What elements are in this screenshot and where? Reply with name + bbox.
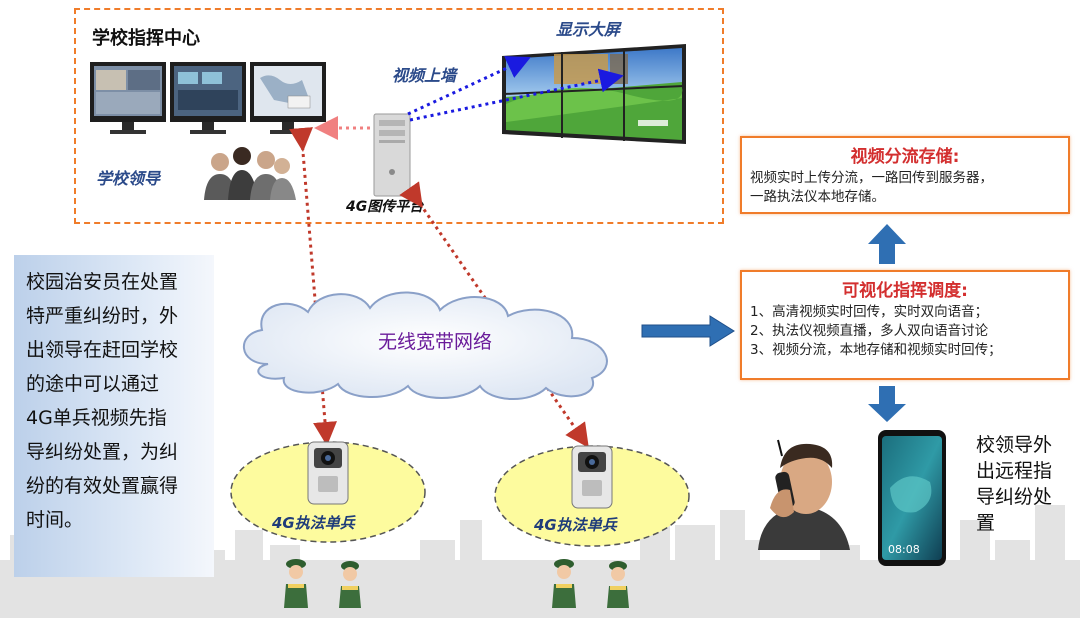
- description-line: 出领导在赶回学校: [26, 339, 179, 361]
- dispatch-line: 3、视频分流，本地存储和视频实时回传；: [750, 342, 1002, 358]
- arrow-up-icon: [868, 224, 906, 264]
- leader-label: 学校领导: [96, 169, 161, 188]
- remote-line: 校领导外: [976, 434, 1053, 456]
- description-line: 纷的有效处置赢得: [26, 475, 179, 497]
- storage-line: 视频实时上传分流，一路回传到服务器，: [750, 170, 993, 186]
- command-center-frame: [74, 8, 724, 224]
- leader-on-phone-icon: [758, 439, 850, 550]
- description-panel: 校园治安员在处置 特严重纠纷时，外 出领导在赶回学校 的途中可以通过 4G单兵视…: [14, 255, 214, 577]
- unit-label-right: 4G执法单兵: [534, 516, 617, 534]
- arrow-down-icon: [868, 386, 906, 422]
- video-wall-icon: [502, 44, 686, 144]
- unit-label-left: 4G执法单兵: [272, 514, 355, 532]
- dispatch-info-box: 可视化指挥调度: 1、高清视频实时回传，实时双向语音； 2、执法仪视频直播，多人…: [740, 270, 1070, 380]
- remote-line: 置: [976, 512, 996, 534]
- description-line: 4G单兵视频先指: [26, 407, 167, 429]
- smartphone-icon: 08:08: [878, 430, 946, 566]
- network-cloud: [243, 291, 608, 400]
- monitor-1: [90, 62, 166, 134]
- storage-info-box: 视频分流存储: 视频实时上传分流，一路回传到服务器， 一路执法仪本地存储。: [740, 136, 1070, 214]
- officers-icon-left: [284, 559, 361, 608]
- officers-icon-right: [552, 559, 629, 608]
- description-line: 的途中可以通过: [26, 373, 160, 395]
- description-line: 导纠纷处置，为纠: [26, 441, 179, 463]
- dispatch-line: 1、高清视频实时回传，实时双向语音；: [750, 304, 989, 320]
- storage-title: 视频分流存储:: [850, 147, 960, 167]
- monitor-2: [170, 62, 246, 134]
- description-line: 时间。: [26, 509, 84, 531]
- remote-line: 导纠纷处: [976, 486, 1053, 508]
- storage-line: 一路执法仪本地存储。: [750, 189, 885, 205]
- network-label: 无线宽带网络: [377, 331, 492, 353]
- remote-guidance-text: 校领导外 出远程指 导纠纷处 置: [976, 432, 1076, 536]
- monitor-3: [250, 62, 326, 134]
- description-line: 校园治安员在处置: [26, 271, 179, 293]
- unit-ellipse-left: [230, 441, 426, 543]
- big-screen-label: 显示大屏: [556, 20, 621, 39]
- remote-line: 出远程指: [976, 460, 1053, 482]
- video-wall-label: 视频上墙: [392, 66, 457, 85]
- arrow-right-icon: [641, 315, 735, 347]
- dispatch-line: 2、执法仪视频直播，多人双向语音讨论: [750, 323, 989, 339]
- server-icon: [373, 113, 411, 197]
- command-center-title: 学校指挥中心: [92, 28, 200, 49]
- unit-ellipse-right: [494, 445, 690, 547]
- phone-time: 08:08: [888, 543, 920, 556]
- description-line: 特严重纠纷时，外: [26, 305, 179, 327]
- monitor-group: [90, 62, 326, 134]
- dispatch-title: 可视化指挥调度:: [842, 281, 968, 301]
- body-camera-icon: [307, 441, 349, 505]
- leaders-icon: [204, 147, 296, 200]
- link-blue-upper: [407, 56, 531, 116]
- body-camera-icon: [571, 445, 613, 509]
